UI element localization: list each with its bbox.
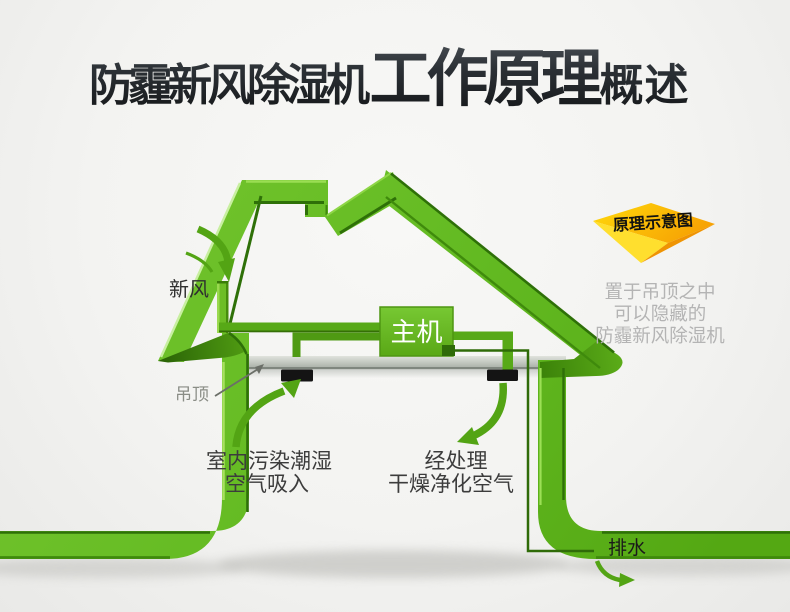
page-title: 防霾新风除湿机 工作原理 概述 (89, 28, 690, 118)
fresh-air-label: 新风 (169, 278, 209, 301)
fresh-air-inlet (217, 281, 229, 333)
title-segment-2: 工作原理 (369, 45, 598, 114)
floor-shadow (218, 550, 568, 578)
left-wall-and-ground (0, 333, 249, 559)
inlet-stub-cap (217, 281, 229, 284)
intake-label-line2: 空气吸入 (225, 473, 309, 496)
ceiling-panel (225, 356, 566, 379)
supply-vent (487, 369, 518, 381)
badge-left-facet (593, 221, 668, 263)
processed-label-line1: 经处理 (425, 450, 488, 473)
left-band-shadow (0, 558, 245, 578)
right-eave-knob (540, 341, 623, 378)
ceiling-edge (225, 367, 566, 370)
ceiling-slab (225, 356, 566, 368)
side-note-line2: 可以隐藏的 (614, 303, 707, 324)
roof-right-band (379, 170, 618, 372)
ceiling-under-shade (225, 369, 566, 379)
diagram-labels: 新风 吊顶 室内污染潮湿 空气吸入 经处理 干燥净化空气 排水 (169, 278, 646, 559)
ribbon-edge-accents (0, 172, 790, 559)
roof-notch-band (305, 180, 328, 217)
processed-label-line2: 干燥净化空气 (388, 473, 514, 496)
ceiling-pointer-icon (214, 364, 264, 397)
roof-gable-band (325, 172, 400, 236)
return-vent (281, 369, 313, 382)
main-unit-box (379, 306, 454, 357)
supply-arrow-icon (457, 382, 507, 445)
main-unit-label: 主机 (390, 317, 442, 347)
return-air-duct (292, 332, 380, 357)
ceiling-label: 吊顶 (175, 385, 209, 404)
inlet-stub-highlight (217, 281, 220, 333)
eave-elbow-edge (228, 331, 248, 355)
fresh-air-arrow-icon (185, 225, 235, 282)
drain-arrow-icon (594, 560, 635, 587)
badge-top-face (593, 203, 715, 243)
schematic-badge: 原理示意图 (593, 203, 715, 263)
side-note-line3: 防霾新风除湿机 (595, 325, 725, 346)
fresh-air-duct (219, 322, 380, 332)
gable-inner-edge (339, 196, 397, 235)
roof-left-highlight (159, 182, 242, 358)
drain-pipe (455, 349, 594, 553)
main-unit: 主机 (379, 306, 454, 357)
title-segment-3: 概述 (599, 61, 690, 110)
ground-shadows (0, 550, 790, 578)
inlet-stub-edge (226, 281, 229, 333)
drain-label: 排水 (608, 537, 646, 559)
right-wall-and-ground (538, 360, 790, 559)
right-band-shadow (555, 556, 790, 576)
left-eave-underside (158, 333, 244, 363)
supply-duct-horizontal (453, 331, 513, 340)
inlet-stub (217, 281, 229, 333)
intake-arrow-icon (232, 379, 301, 448)
intake-label-line1: 室内污染潮湿 (206, 450, 332, 473)
gable-highlight (326, 172, 392, 217)
house-outline (0, 170, 790, 559)
slope-outer-edge (390, 172, 615, 354)
side-note: 置于吊顶之中 可以隐藏的 防霾新风除湿机 (595, 281, 725, 346)
side-note-line1: 置于吊顶之中 (604, 281, 715, 302)
arrows (185, 225, 635, 587)
fresh-air-duct-edge (219, 330, 380, 333)
badge-right-facet (641, 224, 715, 263)
drain-connector (442, 345, 455, 356)
slope-inner-edge (385, 196, 601, 369)
roof-left-inner-edge (226, 195, 263, 333)
title-segment-1: 防霾新风除湿机 (89, 61, 366, 110)
